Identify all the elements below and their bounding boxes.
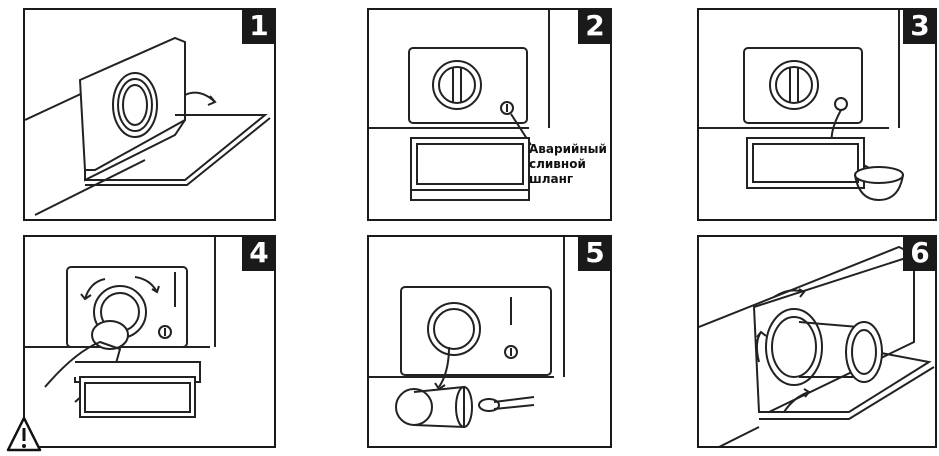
step-1-panel: 1: [23, 8, 276, 221]
step-5-panel: 5: [367, 235, 612, 448]
emergency-drain-hose-illustration: [369, 10, 612, 221]
step-6-panel: 6: [697, 235, 937, 448]
step-1-number: 1: [242, 8, 276, 44]
step-5-number: 5: [578, 235, 612, 271]
emergency-drain-hose-callout: Аварийный сливной шланг: [529, 142, 607, 187]
callout-line-3: шланг: [529, 172, 607, 187]
step-4-number: 4: [242, 235, 276, 271]
remove-debris-illustration: [369, 237, 612, 448]
warning-triangle-icon: [6, 416, 42, 454]
step-6-number: 6: [903, 235, 937, 271]
unscrew-filter-illustration: [25, 237, 276, 448]
reinstall-filter-illustration: [699, 237, 937, 448]
step-2-number: 2: [578, 8, 612, 44]
drain-into-bowl-illustration: [699, 10, 937, 221]
callout-line-2: сливной: [529, 157, 607, 172]
step-2-panel: Аварийный сливной шланг 2: [367, 8, 612, 221]
step-3-panel: 3: [697, 8, 937, 221]
filter-cover-opening-illustration: [25, 10, 276, 221]
callout-line-1: Аварийный: [529, 142, 607, 157]
step-4-panel: 4: [23, 235, 276, 448]
step-3-number: 3: [903, 8, 937, 44]
